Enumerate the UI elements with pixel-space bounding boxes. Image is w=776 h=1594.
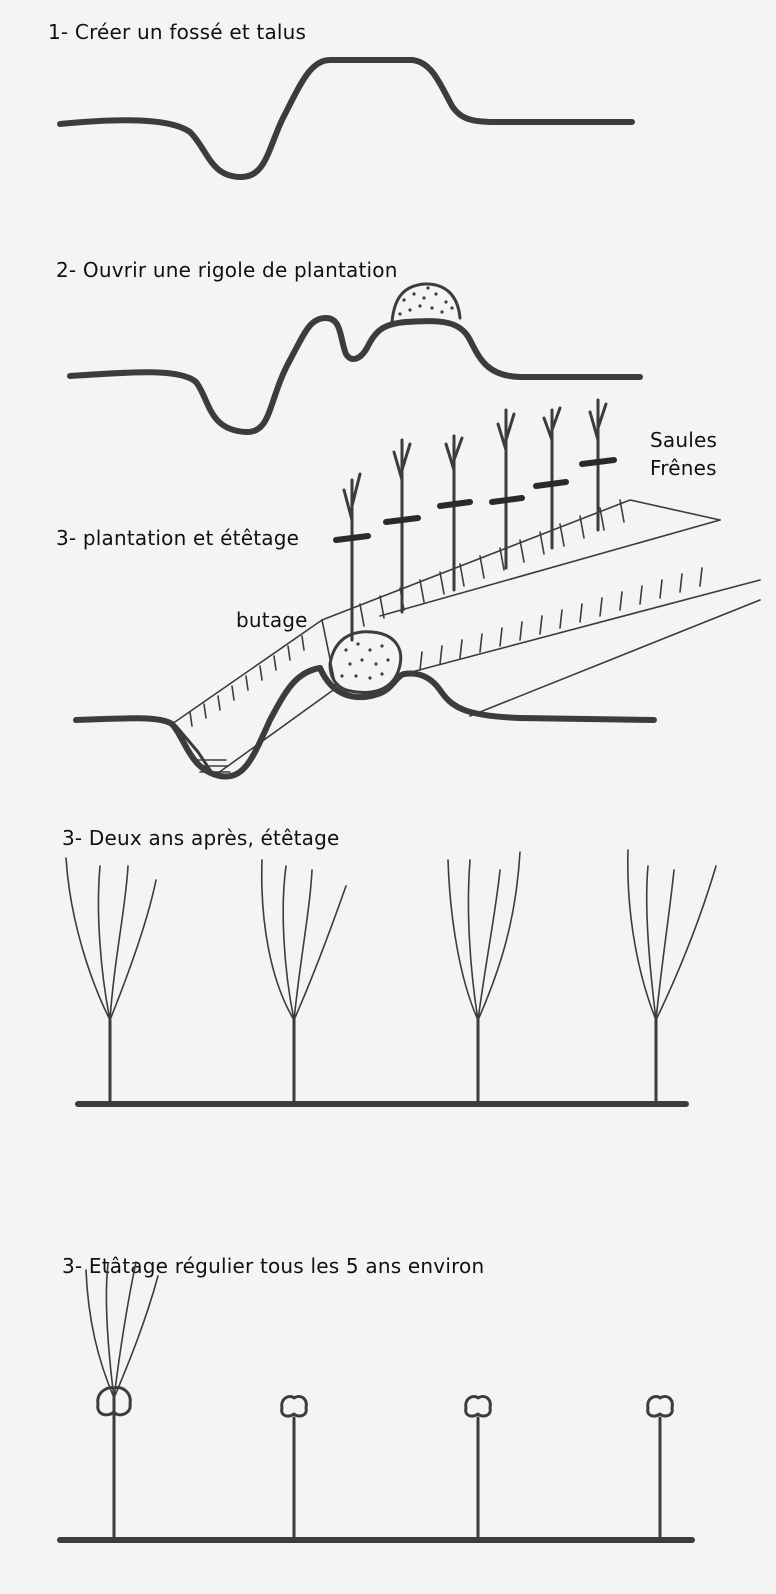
crowns-two-years: [66, 850, 716, 1020]
pollard-knobs: [98, 1388, 673, 1416]
planted-whips: [344, 400, 606, 640]
two-years-after-scene: [66, 850, 716, 1104]
ditch-and-bank-profile: [60, 60, 632, 177]
trunks-regular: [114, 1398, 660, 1540]
regular-topping-scene: [60, 1262, 692, 1540]
mound-soil-dots: [340, 642, 389, 679]
topping-cut-marks: [336, 460, 614, 540]
regrown-shoots: [86, 1262, 158, 1398]
planting-and-topping-scene: [76, 400, 760, 777]
planting-furrow-profile: [70, 284, 640, 432]
trunks-two-years: [110, 1016, 656, 1104]
